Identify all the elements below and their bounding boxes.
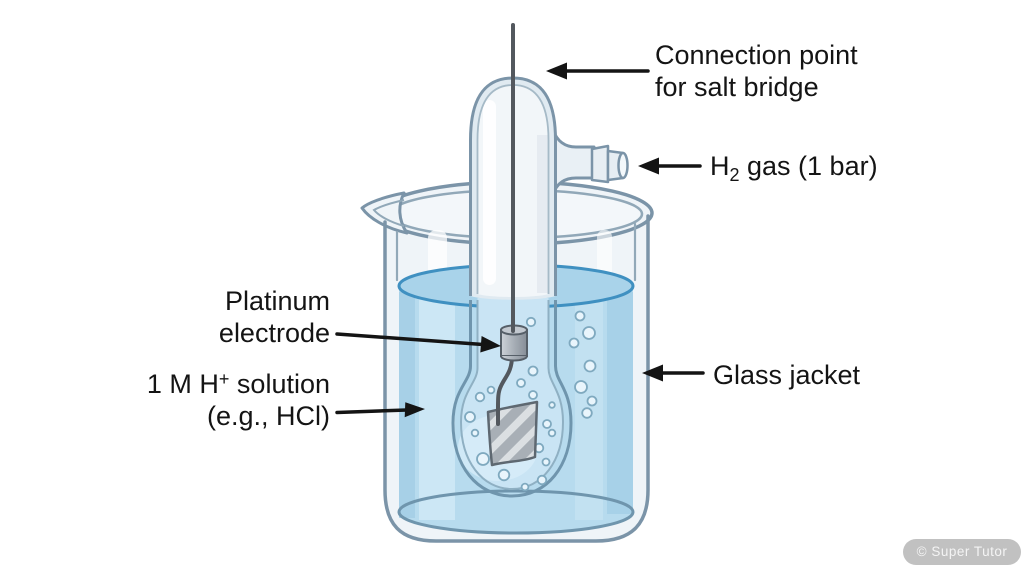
platinum-electrode-assembly (486, 324, 539, 467)
beaker-inner-bottom-edge (397, 489, 635, 535)
bubble (497, 468, 511, 482)
label-solution-pre: 1 M H (146, 369, 219, 399)
platinum-foil-outline (486, 400, 539, 467)
platinum-electrode-arrow (335, 332, 501, 353)
bubble (525, 316, 537, 328)
bubble (470, 428, 480, 438)
bubble (583, 359, 597, 373)
bubble (582, 326, 596, 340)
label-solution-post: solution (229, 369, 330, 399)
bubble (474, 391, 486, 403)
beaker-outline (383, 214, 650, 543)
nozzle-opening (617, 151, 629, 180)
glass-highlight (597, 230, 612, 280)
label-platinum-line1: Platinum (224, 286, 330, 316)
bubble (536, 474, 548, 486)
label-connection-point-line2: for salt bridge (655, 72, 819, 102)
bubble (527, 365, 539, 377)
label-h2-pre: H (710, 151, 730, 181)
jacket-inner-wall (459, 300, 565, 491)
label-h2-subscript: 2 (729, 165, 740, 185)
tube-inner-shading (537, 135, 548, 293)
bubble (586, 395, 598, 407)
bubble (547, 428, 557, 438)
label-solution: 1 M H+ solution (e.g., HCl) (115, 368, 330, 432)
label-glass-jacket: Glass jacket (713, 360, 861, 390)
bubble (581, 407, 593, 419)
bubble (528, 390, 538, 400)
bubble (542, 419, 552, 429)
nozzle-barb-1 (590, 144, 610, 184)
label-platinum-electrode: Platinum electrode (140, 285, 330, 349)
connection-point-arrow (546, 62, 650, 80)
label-platinum-line2: electrode (218, 318, 330, 348)
hydrogen-bubbles (464, 310, 598, 492)
bubble (486, 385, 496, 395)
bubble (541, 457, 551, 467)
glass-jacket-arrow (642, 364, 705, 382)
bubble (476, 452, 490, 466)
label-connection-point-line1: Connection point (655, 40, 858, 70)
electrode-contact-cylinder-bottom (500, 355, 528, 362)
bubble (568, 337, 580, 349)
bubble (520, 482, 530, 492)
bubble (516, 378, 526, 388)
bubble (464, 411, 476, 423)
electrode-wire-lower (496, 354, 514, 426)
annotation-arrows (335, 62, 705, 418)
tube-highlight (483, 100, 496, 285)
label-h2-post: gas (1 bar) (739, 151, 878, 181)
h2-gas-arrow (638, 157, 702, 175)
label-solution-line2: (e.g., HCl) (206, 401, 330, 431)
bubble (574, 310, 586, 322)
label-h2-gas: H2 gas (1 bar) (710, 150, 878, 185)
label-solution-superscript: + (218, 369, 230, 389)
liquid-highlight (419, 294, 455, 520)
glass-highlight (428, 230, 447, 280)
liquid-shade (607, 292, 633, 514)
jacket-outer-wall (451, 300, 573, 498)
solution-arrow (335, 402, 425, 418)
watermark-badge: © Super Tutor (903, 539, 1021, 565)
bubble (574, 380, 588, 394)
gas-nozzle (590, 144, 629, 184)
beaker-spout-inner-line (372, 199, 405, 227)
label-solution-line1: 1 M H+ solution (115, 368, 330, 400)
label-connection-point: Connection point for salt bridge (655, 39, 858, 103)
bubble (548, 401, 556, 409)
